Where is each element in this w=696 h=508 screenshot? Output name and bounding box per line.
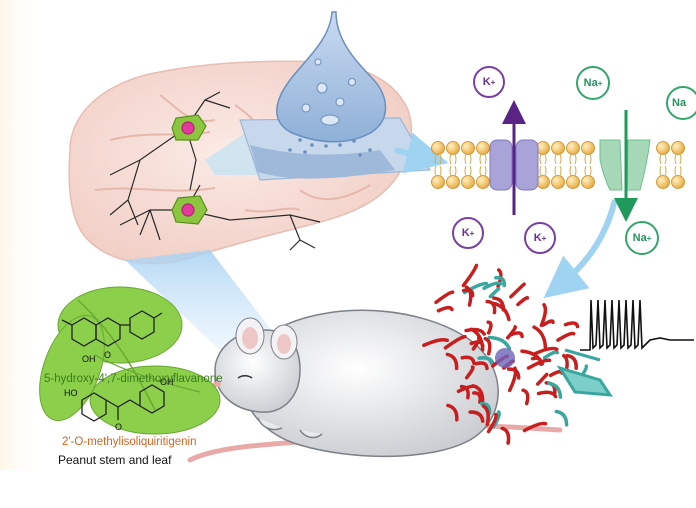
compound2-atom-ho-left: HO xyxy=(64,388,78,398)
na-label: Na xyxy=(632,232,647,244)
potassium-ion-bottom-right: K+ xyxy=(524,222,556,254)
sodium-ion-bottom: Na+ xyxy=(625,221,659,255)
membrane-icon xyxy=(431,141,685,189)
potassium-ion-bottom-left: K+ xyxy=(452,217,484,249)
k-label: K xyxy=(461,227,470,239)
action-potential-icon xyxy=(580,299,694,351)
potassium-channel-icon xyxy=(489,100,539,215)
protein-structure-icon xyxy=(422,263,613,445)
synapse-icon xyxy=(239,11,432,181)
compound1-name: 5-hydroxy-4',7-dimethoxyflavanone xyxy=(44,373,223,385)
k-charge: + xyxy=(469,228,475,238)
compound2-structure xyxy=(81,384,165,422)
sodium-ion-top-right: Na xyxy=(666,86,696,120)
k-label: K xyxy=(533,232,542,244)
compound1-structure xyxy=(61,310,163,347)
compound2-atom-oh-right: OH xyxy=(160,377,174,387)
source-caption: Peanut stem and leaf xyxy=(58,453,172,467)
na-label: Na xyxy=(583,77,598,89)
peanut-leaf-icon xyxy=(39,286,221,435)
compound2-name: 2'-O-methylisoliquiritigenin xyxy=(62,436,197,448)
na-label: Na xyxy=(672,97,687,109)
sodium-ion-top: Na+ xyxy=(576,66,610,100)
k-label: K xyxy=(482,76,491,88)
compound1-atom-o: O xyxy=(104,350,111,360)
neuron-icon xyxy=(109,91,321,251)
arrow-to-protein xyxy=(543,199,618,299)
left-background-panel xyxy=(0,0,42,470)
k-charge: + xyxy=(541,233,547,243)
k-charge: + xyxy=(490,77,496,87)
arrow-to-membrane xyxy=(394,132,449,174)
compound1-atom-oh: OH xyxy=(82,354,96,364)
compound2-atom-o: O xyxy=(115,422,122,432)
mouse-icon xyxy=(187,309,563,463)
na-charge: + xyxy=(597,78,603,88)
sodium-channel-icon xyxy=(599,110,651,222)
na-charge: + xyxy=(646,233,652,243)
potassium-ion-top: K+ xyxy=(473,66,505,98)
